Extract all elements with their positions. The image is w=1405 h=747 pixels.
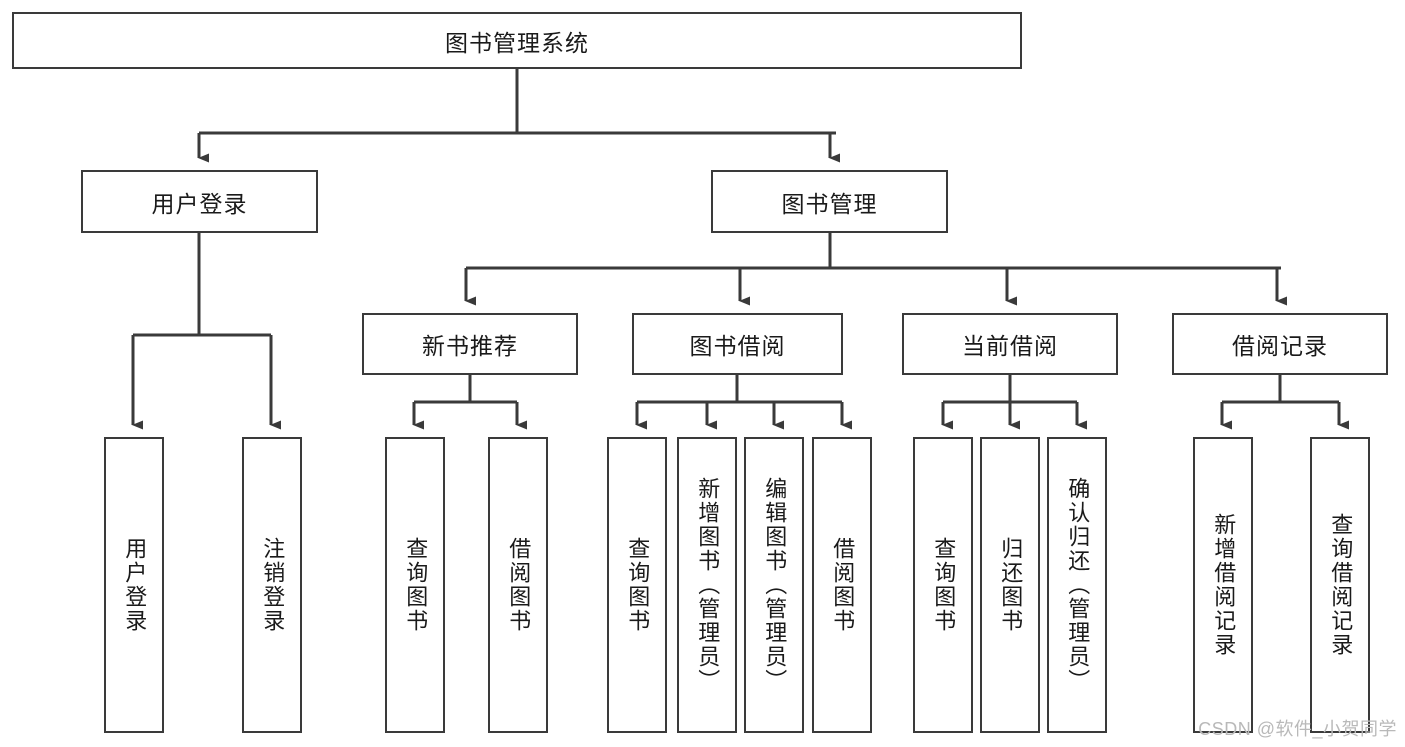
leaf-label: 确认归还（管理员）	[1065, 477, 1091, 693]
node-current-borrow[interactable]: 当前借阅	[902, 313, 1118, 375]
leaf-label: 借阅图书	[830, 537, 856, 633]
node-book-management[interactable]: 图书管理	[711, 170, 948, 233]
leaf-book-borrow-query[interactable]: 查询图书	[607, 437, 667, 733]
leaf-label: 归还图书	[998, 537, 1024, 633]
leaf-label: 查询图书	[931, 537, 957, 633]
leaf-borrow-record-add[interactable]: 新增借阅记录	[1193, 437, 1253, 733]
node-book-borrow[interactable]: 图书借阅	[632, 313, 843, 375]
leaf-book-borrow-edit[interactable]: 编辑图书（管理员）	[744, 437, 804, 733]
leaf-label: 查询借阅记录	[1328, 513, 1354, 657]
node-new-book-recommend[interactable]: 新书推荐	[362, 313, 578, 375]
leaf-user-login-logout[interactable]: 注销登录	[242, 437, 302, 733]
leaf-label: 查询图书	[403, 537, 429, 633]
leaf-label: 用户登录	[122, 537, 148, 633]
leaf-label: 查询图书	[625, 537, 651, 633]
leaf-current-borrow-query[interactable]: 查询图书	[913, 437, 973, 733]
node-user-login[interactable]: 用户登录	[81, 170, 318, 233]
leaf-new-book-borrow[interactable]: 借阅图书	[488, 437, 548, 733]
node-borrow-record[interactable]: 借阅记录	[1172, 313, 1388, 375]
leaf-current-borrow-confirm-return[interactable]: 确认归还（管理员）	[1047, 437, 1107, 733]
node-root-system[interactable]: 图书管理系统	[12, 12, 1022, 69]
leaf-label: 注销登录	[260, 537, 286, 633]
leaf-book-borrow-add[interactable]: 新增图书（管理员）	[677, 437, 737, 733]
leaf-label: 新增借阅记录	[1211, 513, 1237, 657]
leaf-book-borrow-borrow[interactable]: 借阅图书	[812, 437, 872, 733]
leaf-borrow-record-query[interactable]: 查询借阅记录	[1310, 437, 1370, 733]
leaf-label: 编辑图书（管理员）	[762, 477, 788, 693]
watermark: CSDN @软件_小贺同学	[1198, 719, 1397, 739]
leaf-new-book-query[interactable]: 查询图书	[385, 437, 445, 733]
leaf-current-borrow-return[interactable]: 归还图书	[980, 437, 1040, 733]
leaf-label: 新增图书（管理员）	[695, 477, 721, 693]
leaf-label: 借阅图书	[506, 537, 532, 633]
leaf-user-login-login[interactable]: 用户登录	[104, 437, 164, 733]
